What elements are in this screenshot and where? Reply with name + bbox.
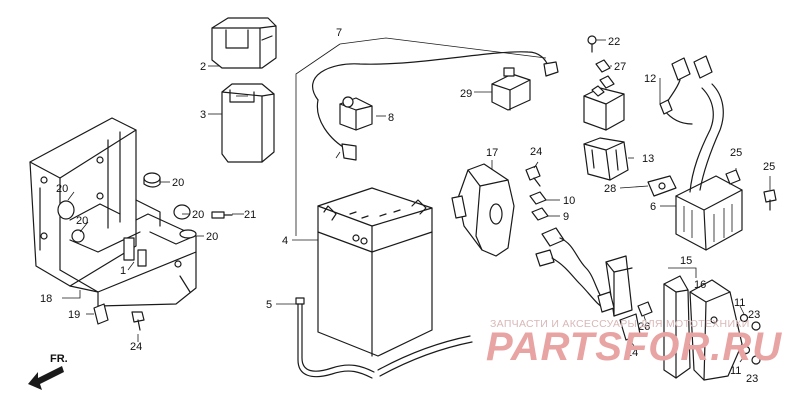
callout-19: 19	[68, 309, 80, 321]
grommets-20	[57, 172, 197, 243]
callout-17: 17	[486, 147, 498, 159]
callout-6: 6	[650, 201, 656, 213]
fuse-9	[531, 207, 549, 221]
callout-11-top: 11	[734, 297, 745, 309]
callout-29: 29	[460, 88, 472, 100]
callout-5: 5	[266, 299, 272, 311]
callout-18: 18	[40, 293, 52, 305]
callout-24-lower: 24	[130, 341, 142, 353]
callout-1: 1	[120, 265, 126, 277]
bolt-24-lower	[131, 311, 145, 331]
callout-11-bottom: 11	[730, 365, 741, 377]
callout-20-a: 20	[172, 177, 184, 189]
leader-lines	[62, 39, 771, 363]
callout-20-e: 20	[76, 215, 88, 227]
part-cover-2	[211, 17, 277, 69]
bolt-25-left	[725, 169, 741, 185]
collar-11-bottom	[741, 345, 751, 355]
bolt-25-right	[763, 189, 777, 211]
part-cable-7	[295, 37, 559, 236]
collar-11-top	[739, 313, 749, 323]
part-cover-13	[583, 137, 629, 181]
callout-9: 9	[563, 211, 569, 223]
screw-22	[587, 35, 597, 53]
callout-14: 14	[626, 347, 638, 359]
callout-labels: 2 3 7 8 29 17 24 10 9 22 27 12 13 28 6 2…	[40, 27, 775, 385]
fuse-10	[529, 191, 547, 205]
part-regulator-6	[659, 55, 743, 251]
part-relay-main	[583, 85, 625, 131]
part-bracket-28	[647, 175, 677, 197]
callout-20-c: 20	[192, 209, 204, 221]
part-tube-5	[295, 297, 473, 379]
callout-3: 3	[200, 109, 206, 121]
callout-23-top: 23	[748, 309, 760, 321]
part-fuse-27	[595, 59, 615, 89]
part-relay-29	[491, 67, 531, 111]
callout-13: 13	[642, 153, 654, 165]
callout-26: 26	[638, 321, 650, 333]
callout-21: 21	[244, 209, 256, 221]
callout-27: 27	[614, 61, 626, 73]
part-band-1	[123, 237, 147, 267]
part-cover-16	[689, 279, 743, 381]
callout-4: 4	[282, 235, 288, 247]
part-collar-19	[93, 303, 109, 325]
bolt-24-upper	[525, 165, 541, 187]
callout-20-d: 20	[206, 231, 218, 243]
bolt-23-top	[751, 321, 761, 331]
callout-20-b: 20	[56, 183, 68, 195]
callout-2: 2	[200, 61, 206, 73]
part-box-3	[221, 83, 275, 163]
part-fusebox-17	[451, 163, 515, 257]
callout-7: 7	[336, 27, 342, 39]
callout-16: 16	[694, 279, 706, 291]
callout-10: 10	[563, 195, 575, 207]
bolt-21	[211, 211, 233, 219]
callout-28: 28	[604, 183, 616, 195]
wire-harness	[535, 227, 633, 317]
watermark: ЗАПЧАСТИ И АКСЕССУАРЫ ДЛЯ МОТОТЕХНИКИ PA…	[486, 318, 782, 369]
part-battery-4	[317, 187, 433, 357]
callout-25-right: 25	[763, 161, 775, 173]
part-battery-box-18	[29, 117, 197, 307]
callout-15: 15	[680, 255, 692, 267]
callout-24-upper: 24	[530, 146, 542, 158]
callout-8: 8	[388, 112, 394, 124]
part-clamp-8	[339, 96, 373, 131]
callout-22: 22	[608, 36, 620, 48]
front-direction-label: FR.	[50, 353, 68, 365]
front-arrow-icon: FR.	[28, 353, 68, 390]
part-cover-15	[663, 275, 691, 379]
part-connector-14	[619, 313, 641, 341]
callout-23-bottom: 23	[746, 373, 758, 385]
callout-12: 12	[644, 73, 656, 85]
part-clip-26	[637, 301, 653, 317]
bolt-23-bottom	[751, 355, 761, 365]
watermark-brand: PARTSFOR.RU	[486, 325, 782, 369]
watermark-tagline: ЗАПЧАСТИ И АКСЕССУАРЫ ДЛЯ МОТОТЕХНИКИ	[490, 318, 750, 330]
callout-25-left: 25	[730, 147, 742, 159]
